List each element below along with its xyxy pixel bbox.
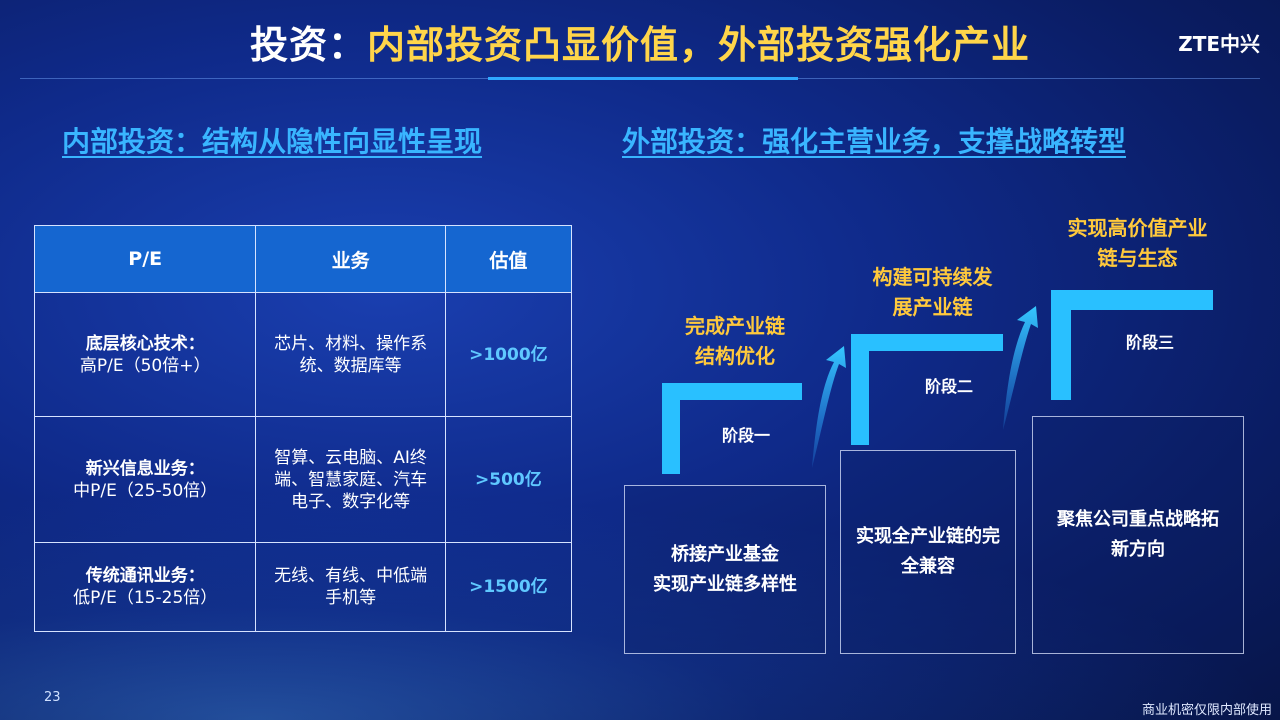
stage-3-label: 阶段三 <box>1126 333 1175 352</box>
business-cell: 智算、云电脑、AI终端、智慧家庭、汽车电子、数字化等 <box>255 416 446 543</box>
stage-arrow-1 <box>812 346 846 468</box>
table-header-row: P/E 业务 估值 <box>33 225 573 293</box>
stage-1-desc-line: 实现产业链多样性 <box>653 573 797 595</box>
stage-2-goal-line: 构建可持续发 <box>872 265 993 289</box>
stage-3-description: 聚焦公司重点战略拓 新方向 <box>1032 416 1244 654</box>
category-cell: 新兴信息业务： 中P/E（25-50倍） <box>33 416 257 543</box>
title-prefix: 投资： <box>249 23 367 67</box>
stage-1-desc-line: 桥接产业基金 <box>671 543 779 565</box>
category-name: 传统通讯业务： <box>85 566 205 586</box>
business-cell: 无线、有线、中低端手机等 <box>255 542 446 632</box>
stage-2-label: 阶段二 <box>925 377 974 396</box>
slide-title: 投资：内部投资凸显价值，外部投资强化产业 <box>0 14 1280 69</box>
header-business: 业务 <box>255 225 446 293</box>
header-pe: P/E <box>33 225 257 293</box>
category-pe: 低P/E（15-25倍） <box>73 588 218 608</box>
stage-1-goal-line: 完成产业链 <box>685 314 785 338</box>
category-cell: 传统通讯业务： 低P/E（15-25倍） <box>33 542 257 632</box>
internal-investment-heading: 内部投资：结构从隐性向显性呈现 <box>62 125 483 158</box>
page-number: 23 <box>44 690 61 705</box>
stage-1-goal: 完成产业链 结构优化 <box>650 311 820 371</box>
stage-1-step <box>662 383 802 474</box>
stage-3-goal-line: 链与生态 <box>1097 246 1178 270</box>
stage-3-goal: 实现高价值产业 链与生态 <box>1050 213 1225 273</box>
stage-1-label: 阶段一 <box>722 426 771 445</box>
category-pe: 中P/E（25-50倍） <box>73 480 218 501</box>
stage-3-step <box>1051 290 1213 400</box>
valuation-cell: >1500亿 <box>444 542 573 632</box>
business-cell: 芯片、材料、操作系统、数据库等 <box>255 292 446 417</box>
category-pe: 高P/E（50倍+） <box>79 355 211 376</box>
stage-3-desc-line: 聚焦公司重点战略拓 <box>1057 509 1219 530</box>
table-row: 新兴信息业务： 中P/E（25-50倍） 智算、云电脑、AI终端、智慧家庭、汽车… <box>33 416 573 543</box>
stage-2-description: 实现全产业链的完 全兼容 <box>840 450 1016 654</box>
external-investment-heading: 外部投资：强化主营业务，支撑战略转型 <box>622 125 1127 158</box>
header-valuation: 估值 <box>444 225 573 293</box>
stage-3-desc-line: 新方向 <box>1111 539 1165 560</box>
stage-1-description: 桥接产业基金 实现产业链多样性 <box>624 485 826 654</box>
category-name: 底层核心技术： <box>85 333 205 354</box>
stage-2-desc-line: 全兼容 <box>901 556 955 577</box>
pe-table: P/E 业务 估值 底层核心技术： 高P/E（50倍+） 芯片、材料、操作系统、… <box>33 225 573 632</box>
stage-arrow-2 <box>1003 306 1038 430</box>
title-main: 内部投资凸显价值，外部投资强化产业 <box>367 23 1031 67</box>
stage-2-step <box>851 334 1003 445</box>
stage-2-desc-line: 实现全产业链的完 <box>856 526 1000 547</box>
stage-2-goal-line: 展产业链 <box>892 295 973 319</box>
stage-1-goal-line: 结构优化 <box>695 344 775 368</box>
table-row: 传统通讯业务： 低P/E（15-25倍） 无线、有线、中低端手机等 >1500亿 <box>33 542 573 632</box>
category-cell: 底层核心技术： 高P/E（50倍+） <box>33 292 257 417</box>
zte-logo: ZTE中兴 <box>1178 32 1260 56</box>
table-row: 底层核心技术： 高P/E（50倍+） 芯片、材料、操作系统、数据库等 >1000… <box>33 292 573 417</box>
valuation-cell: >1000亿 <box>444 292 573 417</box>
stage-3-goal-line: 实现高价值产业 <box>1067 216 1208 240</box>
valuation-cell: >500亿 <box>444 416 573 543</box>
confidential-note: 商业机密仅限内部使用 <box>1141 703 1272 718</box>
category-name: 新兴信息业务： <box>85 458 205 479</box>
stage-2-goal: 构建可持续发 展产业链 <box>845 262 1020 322</box>
header-accent-bar <box>488 77 798 80</box>
